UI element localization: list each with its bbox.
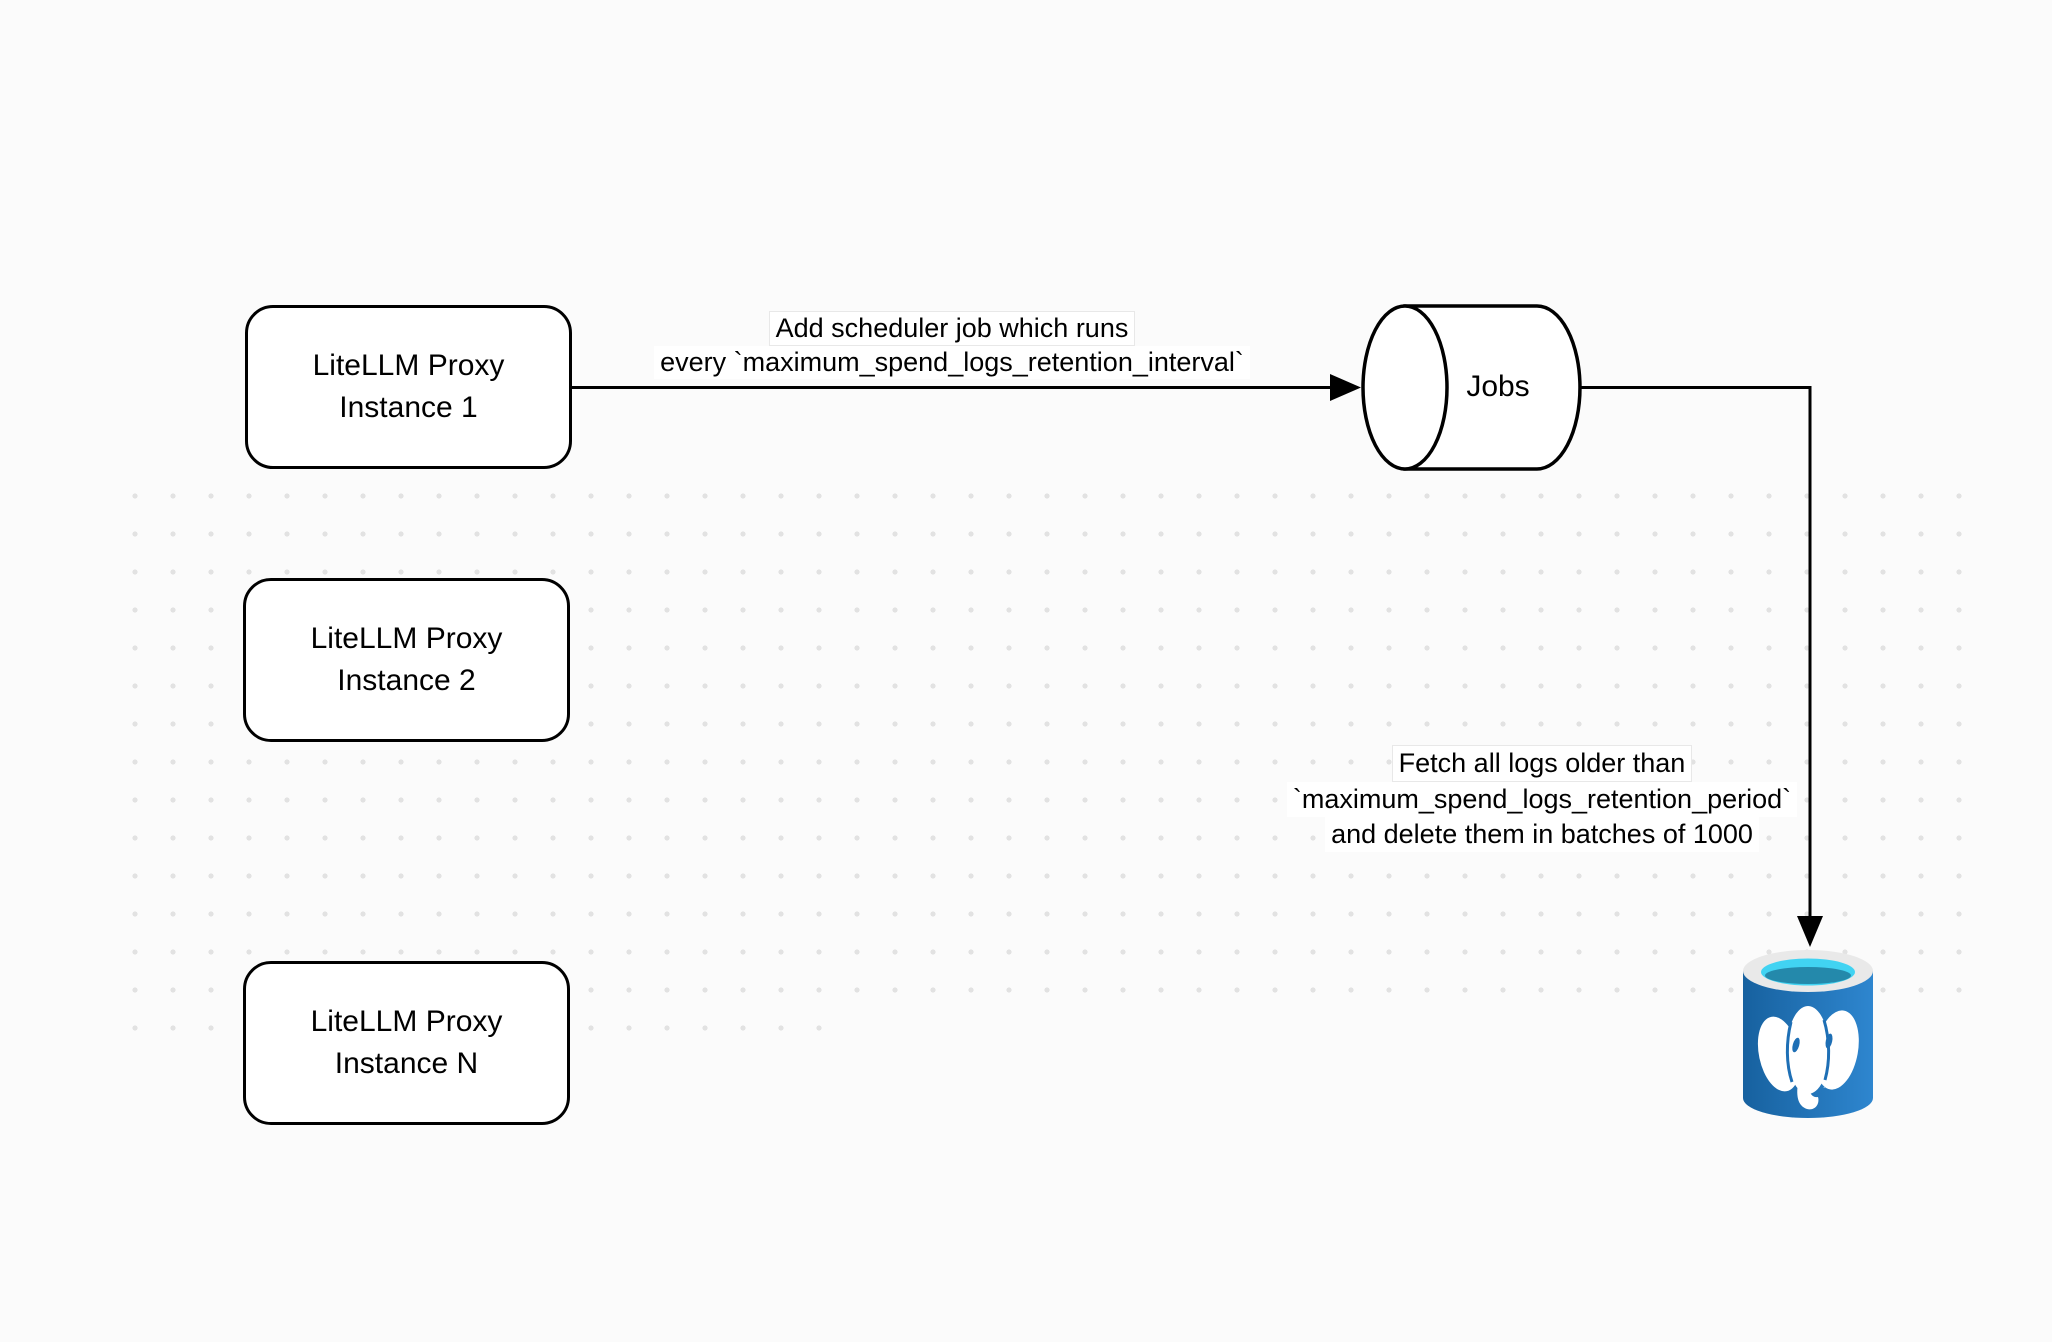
jobs-cylinder-body <box>1403 304 1582 471</box>
postgres-opening-shadow <box>1765 967 1851 984</box>
edge-label-line: every `maximum_spend_logs_retention_inte… <box>654 346 1250 379</box>
jobs-node-label: Jobs <box>1466 370 1530 403</box>
edge-cleanup-line <box>1580 386 1812 916</box>
node-label-line: Instance N <box>334 1047 479 1080</box>
node-label-line: LiteLLM Proxy <box>310 622 503 655</box>
node-litellm-proxy-instance-n: LiteLLM Proxy Instance N <box>243 961 570 1125</box>
edge-label-add-scheduler-job: Add scheduler job which runs every `maxi… <box>552 311 1352 379</box>
elephant-ear-lines <box>1785 1019 1831 1083</box>
node-litellm-proxy-instance-2: LiteLLM Proxy Instance 2 <box>243 578 570 742</box>
edge-label-line: and delete them in batches of 1000 <box>1325 817 1759 852</box>
node-label-line: LiteLLM Proxy <box>310 1005 503 1038</box>
node-label-line: Instance 1 <box>339 391 478 424</box>
edge-label-fetch-delete-logs: Fetch all logs older than `maximum_spend… <box>1242 745 1842 852</box>
edge-label-line: Fetch all logs older than <box>1391 745 1693 782</box>
postgresql-database-icon <box>1743 950 1873 1118</box>
arrowhead-into-postgres <box>1797 916 1823 947</box>
dot-grid-band <box>116 477 1978 1009</box>
elephant-tusk <box>1823 1065 1837 1088</box>
arrowhead-into-jobs <box>1330 374 1361 401</box>
node-label-line: Instance 2 <box>337 664 476 697</box>
edge-label-line: Add scheduler job which runs <box>768 311 1136 346</box>
jobs-cylinder-cap <box>1361 304 1449 471</box>
node-label-line: LiteLLM Proxy <box>312 349 505 382</box>
node-litellm-proxy-instance-1: LiteLLM Proxy Instance 1 <box>245 305 572 469</box>
elephant-trunk <box>1797 1076 1819 1110</box>
edge-label-line: `maximum_spend_logs_retention_period` <box>1286 782 1798 817</box>
